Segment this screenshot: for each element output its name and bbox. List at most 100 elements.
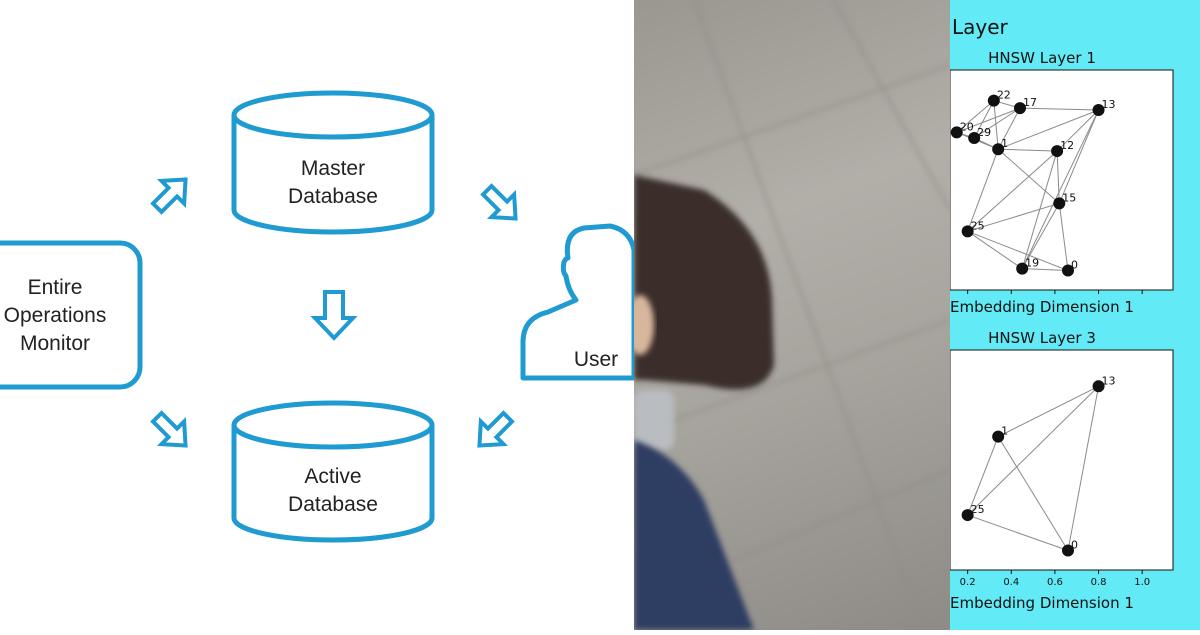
graph-edge [956, 100, 995, 133]
graph-edge [997, 436, 1069, 551]
graph-node [961, 509, 974, 522]
x-tick-label: 0.6 [1047, 577, 1063, 588]
active-label-line2: Database [288, 493, 378, 516]
panel-header: Layer [952, 15, 1009, 39]
monitor-label-line1: Entire [27, 276, 83, 299]
graph-edge [997, 148, 1060, 204]
chart2-tick-marks: 0.2 0.4 0.6 0.8 1.0 [960, 570, 1150, 588]
graph-edge [967, 202, 1060, 232]
graph-node [1092, 380, 1105, 393]
graph-edge [1022, 268, 1069, 272]
graph-edge [967, 436, 999, 516]
node-label: 1 [1001, 425, 1008, 438]
graph-edge [997, 109, 1099, 150]
user-label: User [573, 348, 619, 371]
chart2-plot-area [950, 349, 1174, 571]
chart1-title: HNSW Layer 1 [988, 49, 1096, 67]
graph-edge [1056, 151, 1060, 204]
node-label: 25 [971, 219, 985, 232]
monitor-label-line2: Operations [3, 304, 107, 327]
graph-node [1016, 262, 1029, 275]
chart2-edges [967, 385, 1100, 552]
graph-node [1014, 102, 1026, 115]
graph-node [950, 126, 963, 139]
node-label: 20 [960, 120, 974, 133]
diagram-graphics [0, 90, 637, 543]
graph-edge [967, 385, 1099, 516]
graph-node [992, 143, 1005, 156]
node-label: 17 [1023, 96, 1037, 109]
jacket-sleeve-shape [634, 440, 754, 630]
graph-edge [998, 148, 1058, 152]
master-label-line2: Database [288, 185, 378, 208]
x-tick-label: 0.4 [1003, 577, 1019, 588]
graph-node [1053, 197, 1066, 210]
node-label: 19 [1025, 257, 1039, 270]
arrow-monitor-to-active-icon [150, 410, 188, 448]
monitor-box [0, 240, 143, 390]
node-label: 1 [1001, 137, 1008, 150]
graph-edge [967, 149, 999, 232]
graph-node [1051, 145, 1064, 158]
photo-graphics [634, 0, 950, 630]
graph-node [1062, 544, 1074, 557]
graph-node [1062, 264, 1074, 277]
active-database-cylinder [231, 400, 435, 543]
master-database-label: Master Database [248, 155, 418, 211]
street-photo [634, 0, 950, 630]
active-database-label: Active Database [248, 463, 418, 519]
arrow-from-user-to-master-icon [480, 183, 518, 221]
graph-edge [967, 230, 1069, 271]
chart1-plot-area [950, 69, 1174, 291]
arrow-user-to-active-icon [477, 410, 515, 448]
pavement-seams [634, 0, 950, 630]
arrow-to-monitor-icon [150, 177, 188, 215]
node-label: 25 [971, 503, 985, 516]
node-label: 13 [1102, 98, 1116, 111]
monitor-label-line3: Monitor [19, 332, 91, 355]
graph-node [961, 225, 974, 238]
graph-edge [1021, 109, 1099, 269]
graph-edge [967, 150, 1058, 232]
graph-edge [993, 100, 999, 150]
x-tick-label: 1.0 [1134, 577, 1150, 588]
graph-edge [967, 230, 1023, 270]
graph-edge [1021, 150, 1058, 269]
graph-edge [997, 385, 1099, 438]
graph-edge [1058, 203, 1069, 271]
node-label: 15 [1062, 191, 1076, 204]
database-diagram: Master Database Active Database Entire O… [0, 90, 637, 543]
chart1-tick-marks [967, 290, 1143, 294]
arrow-down-icon [310, 290, 358, 341]
hand-shape [634, 295, 654, 355]
graph-edge [1021, 203, 1060, 269]
node-label: 13 [1102, 374, 1116, 387]
active-label-line1: Active [304, 465, 362, 488]
graph-edge [967, 514, 1069, 552]
graph-edge [956, 107, 1021, 133]
chart1-edges [956, 100, 1100, 272]
chart2-title: HNSW Layer 3 [988, 329, 1096, 347]
graph-node [968, 132, 981, 144]
graph-edge [973, 100, 995, 139]
x-tick-label: 0.8 [1091, 577, 1107, 588]
master-label-line1: Master [300, 157, 366, 180]
node-label: 0 [1071, 259, 1078, 272]
graph-node [992, 430, 1005, 443]
graph-edge [973, 107, 1021, 139]
watch-shape [634, 390, 674, 450]
master-database-cylinder [231, 90, 435, 235]
chart1-xlabel: Embedding Dimension 1 [950, 298, 1134, 316]
node-label: 29 [977, 126, 991, 139]
graph-node [1092, 104, 1105, 116]
x-tick-label: 0.2 [960, 577, 976, 588]
chart2-xlabel: Embedding Dimension 1 [950, 594, 1134, 612]
graph-edge [997, 107, 1021, 150]
node-label: 22 [997, 89, 1011, 102]
bag-shape [634, 175, 774, 390]
graph-edge [1019, 107, 1099, 111]
user-icon [520, 223, 637, 381]
